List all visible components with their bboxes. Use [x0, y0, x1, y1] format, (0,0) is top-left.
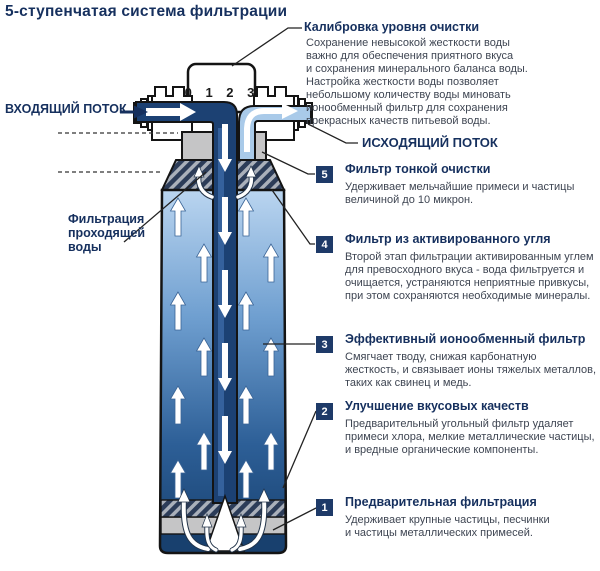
stage-text-4: Второй этап фильтрации активированным уг… [345, 251, 594, 302]
stage-badge-1: 1 [316, 499, 333, 516]
page-title: 5-ступенчатая система фильтрации [5, 3, 288, 20]
stage-heading-1: Предварительная фильтрация [345, 495, 537, 509]
stage-text-5: Удерживает мельчайшие примеси и частицы … [345, 181, 575, 206]
stage-badge-2: 2 [316, 403, 333, 420]
filter-body-outline [158, 188, 288, 555]
stage-heading-5: Фильтр тонкой очистки [345, 162, 491, 176]
stage-badge-5: 5 [316, 166, 333, 183]
calibration-dial-label: 0 1 2 3 [185, 85, 260, 100]
curved-flow-arrows [177, 165, 271, 553]
stage-text-1: Удерживает крупные частицы, песчинки и ч… [345, 514, 550, 539]
stage-badge-3: 3 [316, 336, 333, 353]
stage-text-3: Смягчает тводу, снижая карбонатную жестк… [345, 351, 597, 389]
incoming-flow-label: ВХОДЯЩИЙ ПОТОК [5, 102, 127, 116]
outlet-pipe [238, 103, 312, 161]
bottom-cone [204, 493, 246, 552]
stage-heading-3: Эффективный ионообменный фильтр [345, 332, 586, 346]
incoming-flow-arrow-icon [120, 105, 148, 119]
stage-badge-4: 4 [316, 236, 333, 253]
stage-text-2: Предварительный угольный фильтр удаляет … [345, 418, 595, 456]
calibration-heading: Калибровка уровня очистки [304, 20, 480, 34]
passing-water-filtration-label: Фильтрация проходящей воды [68, 212, 146, 254]
calibration-text: Сохранение невысокой жесткости воды важн… [306, 37, 528, 127]
filter-head-cap: 0 1 2 3 [185, 62, 260, 114]
dashed-reference-lines [58, 132, 178, 173]
leader-lines [123, 27, 358, 531]
stage-heading-4: Фильтр из активированного угля [345, 232, 551, 246]
stage-heading-2: Улучшение вкусовых качеств [345, 399, 529, 413]
outgoing-flow-label: ИСХОДЯЩИЙ ПОТОК [362, 135, 498, 150]
inlet-pipe-and-central-tube [135, 101, 238, 504]
